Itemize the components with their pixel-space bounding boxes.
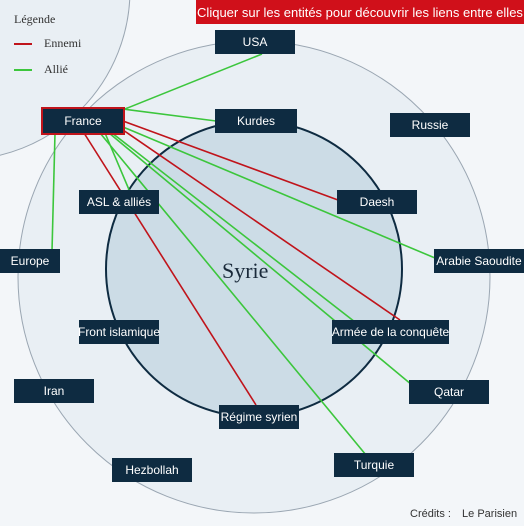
credits-label: Crédits : bbox=[410, 508, 451, 520]
link-france-europe-ally bbox=[51, 132, 56, 252]
legend-item-enemy: Ennemi bbox=[14, 36, 81, 51]
link-france-asl-alli-s-ally bbox=[104, 132, 131, 193]
entity-asl[interactable]: ASL & alliés bbox=[79, 190, 159, 214]
entity-usa[interactable]: USA bbox=[215, 30, 295, 54]
entity-france[interactable]: France bbox=[41, 107, 125, 135]
link-france-daesh-enemy bbox=[122, 120, 339, 201]
legend-enemy-swatch bbox=[14, 42, 32, 45]
link-france-turquie-ally bbox=[99, 132, 367, 456]
entity-hezbollah[interactable]: Hezbollah bbox=[112, 458, 192, 482]
links-layer bbox=[51, 53, 436, 456]
legend-circle bbox=[0, 0, 131, 156]
legend-item-ally: Allié bbox=[14, 62, 68, 77]
legend-title: Légende bbox=[14, 12, 56, 26]
credits-source: Le Parisien bbox=[462, 508, 518, 520]
link-france-kurdes-ally bbox=[122, 108, 217, 122]
legend-enemy-label: Ennemi bbox=[44, 36, 82, 50]
entity-russie[interactable]: Russie bbox=[390, 113, 470, 137]
instruction-banner: Cliquer sur les entités pour découvrir l… bbox=[196, 0, 524, 24]
credits: Crédits : Le Parisien bbox=[410, 508, 517, 520]
entity-arabie-saoudite[interactable]: Arabie Saoudite bbox=[434, 249, 524, 273]
entity-armee-conquete[interactable]: Armée de la conquête bbox=[332, 320, 449, 344]
entity-qatar[interactable]: Qatar bbox=[409, 380, 489, 404]
entity-europe[interactable]: Europe bbox=[0, 249, 60, 273]
syria-label: Syrie bbox=[222, 258, 269, 283]
entity-regime-syrien[interactable]: Régime syrien bbox=[219, 405, 299, 429]
entity-iran[interactable]: Iran bbox=[14, 379, 94, 403]
entity-kurdes[interactable]: Kurdes bbox=[215, 109, 297, 133]
entity-daesh[interactable]: Daesh bbox=[337, 190, 417, 214]
link-france-arabie-saoudite-ally bbox=[122, 126, 436, 259]
entity-turquie[interactable]: Turquie bbox=[334, 453, 414, 477]
entity-front-islamique[interactable]: Front islamique bbox=[78, 320, 160, 344]
link-france-arm-e-de-la-conqu-te-ally bbox=[111, 132, 356, 323]
link-france-arm-e-de-la-conqu-te-enemy bbox=[122, 129, 401, 321]
link-france-usa-ally bbox=[119, 53, 263, 112]
legend-ally-label: Allié bbox=[44, 62, 68, 76]
link-france-r-gime-syrien-enemy bbox=[83, 132, 257, 406]
legend-ally-swatch bbox=[14, 68, 32, 71]
